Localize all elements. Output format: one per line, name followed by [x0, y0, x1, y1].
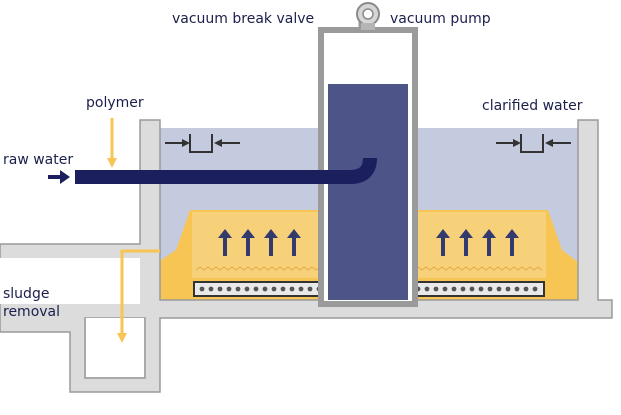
weir-right-arrow-in: [513, 139, 521, 147]
raw-water-pipe: [75, 157, 377, 184]
weir-right-arrow-in2: [545, 139, 553, 147]
left-ledge-mask: [0, 258, 140, 304]
label-clarified-water: clarified water: [482, 98, 583, 114]
upflow-arrows-left: [218, 229, 301, 256]
upflow-arrows-right: [436, 229, 519, 256]
sludge-zone-right: [410, 212, 546, 278]
weir-left-arrow-in2: [214, 139, 222, 147]
label-sludge-removal-2: removal: [3, 304, 60, 320]
underdrain-left: [193, 281, 329, 297]
polymer-arrow-icon: [107, 158, 117, 168]
label-vacuum-break-valve: vacuum break valve: [172, 11, 314, 27]
vacuum-column-water: [328, 84, 408, 300]
raw-water-arrow-icon: [48, 170, 70, 184]
sludge-removal-arrow-icon: [117, 333, 127, 343]
label-vacuum-pump: vacuum pump: [390, 11, 491, 27]
weir-left-arrow-in: [182, 139, 190, 147]
label-raw-water: raw water: [3, 152, 73, 168]
label-sludge-removal-1: sludge: [3, 286, 49, 302]
underdrain-right: [409, 281, 545, 297]
sludge-wave-right: [413, 266, 543, 271]
sludge-wave-left: [195, 266, 325, 271]
label-polymer: polymer: [86, 95, 144, 111]
sludge-removal-line: [120, 249, 160, 335]
sludge-pit: [86, 318, 144, 377]
sludge-zone-left: [192, 212, 328, 278]
vacuum-pump-icon: [356, 2, 380, 30]
